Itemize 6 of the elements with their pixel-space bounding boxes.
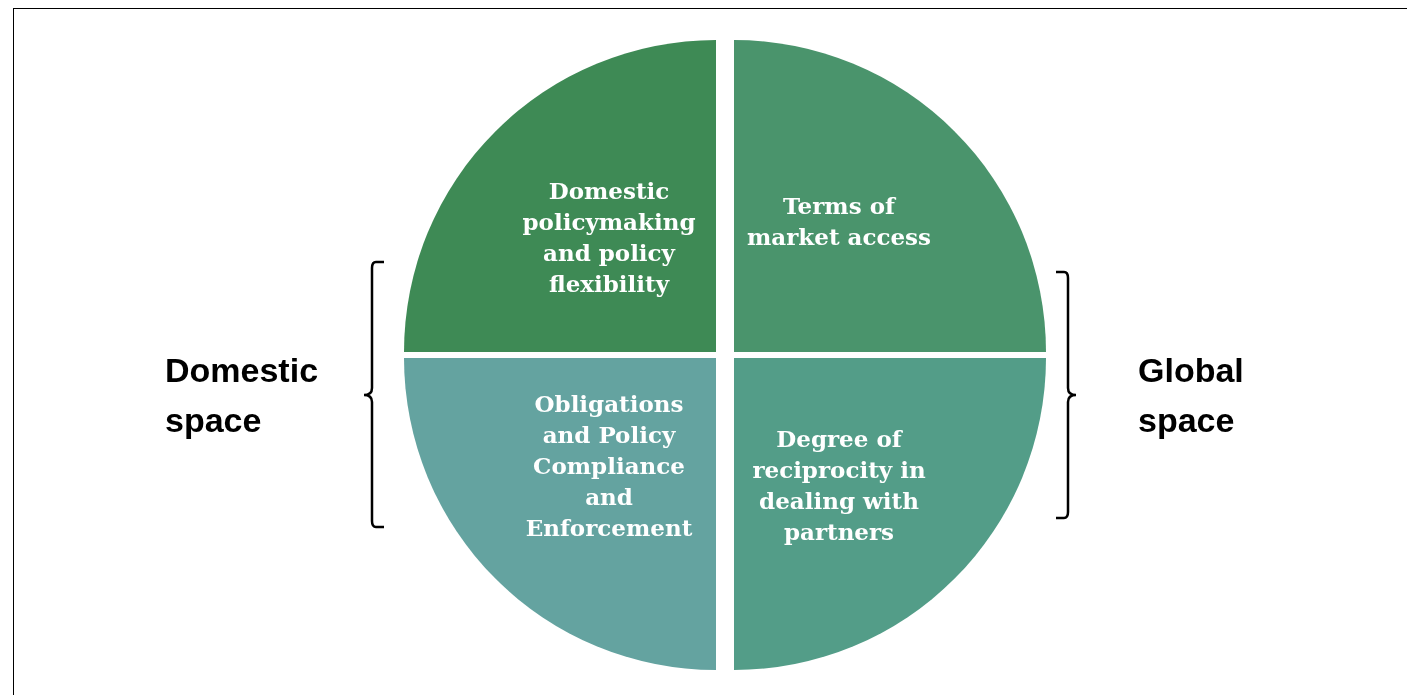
quadrant-label: Domestic policymaking and policy flexibility: [521, 176, 697, 299]
quadrant-label: Terms of market access: [746, 191, 932, 252]
side-label: Domestic space: [165, 350, 320, 441]
side-label: Global space: [1138, 350, 1245, 441]
quadrant-label: Degree of reciprocity in dealing with partners: [751, 424, 927, 547]
quadrant-label: Obligations and Policy Compliance and Enforcement: [524, 389, 694, 543]
